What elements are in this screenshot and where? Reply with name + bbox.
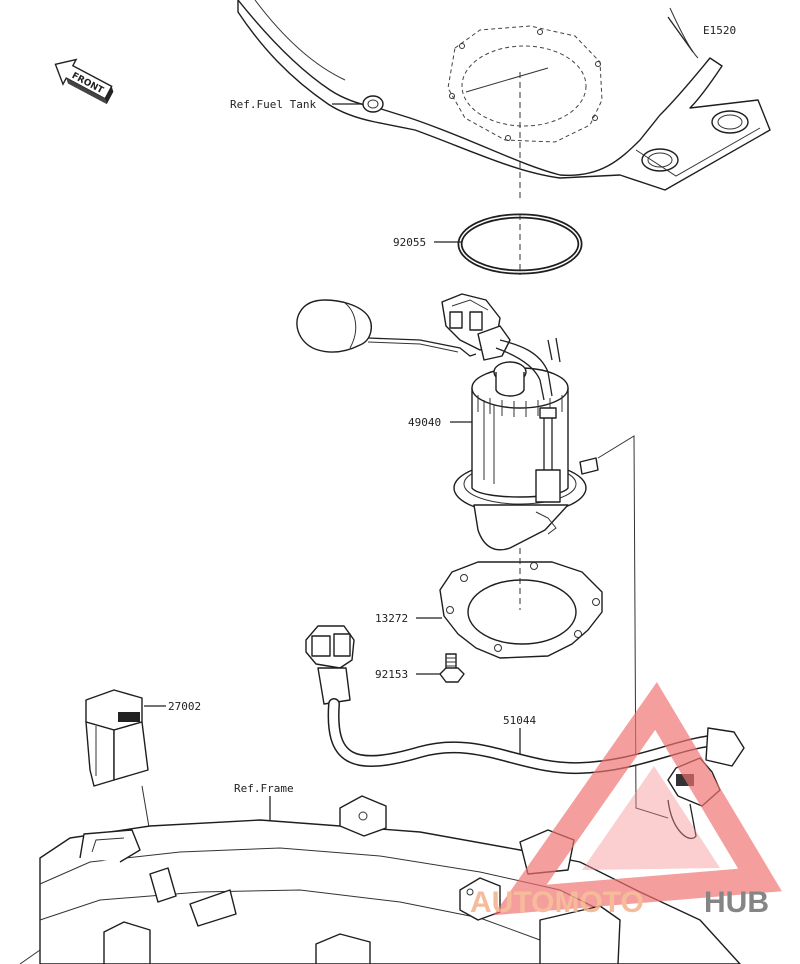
watermark-text-automoto: AUTOMOTO — [470, 886, 644, 919]
watermark-logo: AUTOMOTO HUB — [470, 682, 782, 919]
part-label-49040: 49040 — [408, 416, 441, 429]
part-label-92153: 92153 — [375, 668, 408, 681]
relay — [85, 689, 149, 787]
part-label-92055: 92055 — [393, 236, 426, 249]
ref-frame-label: Ref.Frame — [234, 782, 294, 795]
ref-fuel-tank-label: Ref.Fuel Tank — [230, 98, 316, 111]
part-label-13272: 13272 — [375, 612, 408, 625]
diagram-code: E1520 — [703, 24, 736, 37]
fuel-pump-assembly — [296, 293, 599, 551]
watermark-text-hub: HUB — [704, 886, 769, 919]
pump-gasket — [439, 561, 603, 659]
part-label-27002: 27002 — [168, 700, 201, 713]
fuel-tank-outline — [237, 0, 771, 191]
part-label-51044: 51044 — [503, 714, 536, 727]
bolt — [439, 653, 465, 683]
frame-outline — [19, 795, 741, 964]
front-arrow-icon: FRONT — [54, 58, 114, 105]
